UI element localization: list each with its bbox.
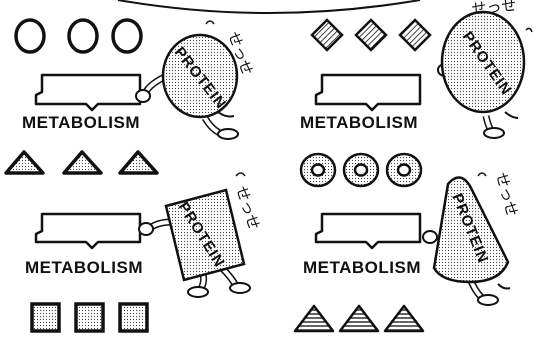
output-donuts [301, 154, 421, 186]
effort-sfx: せっせ [492, 170, 521, 218]
square-shape [32, 304, 59, 331]
triangle-shape [295, 306, 333, 331]
protein-character: PROTEIN [139, 190, 250, 297]
metabolism-arrow [36, 214, 140, 248]
metabolism-arrow [36, 75, 140, 110]
circle-shape [113, 20, 141, 52]
triangle-shape [120, 152, 157, 173]
protein-shoe [188, 287, 208, 297]
effort-sfx: せっせ [232, 184, 263, 232]
protein-hand [139, 223, 153, 235]
circle-shape [69, 20, 97, 52]
triangle-shape [64, 152, 101, 173]
circle-shape [16, 20, 44, 52]
top-speech-bubble-edge [118, 0, 420, 13]
square-shape [120, 304, 147, 331]
metabolism-label: METABOLISM [300, 113, 418, 132]
metabolism-arrow [316, 75, 420, 110]
panel-bottom-right: METABOLISM PROTEIN せっせ [295, 170, 521, 331]
panel-bottom-left: METABOLISM PROTEIN せっせ [25, 173, 263, 331]
effort-sfx: せっせ [471, 0, 517, 18]
input-circles [16, 20, 141, 52]
protein-shoe [484, 128, 504, 138]
panel-top-right: METABOLISM PROTEIN せっせ [300, 0, 532, 186]
triangle-shape [385, 306, 423, 331]
triangle-shape [340, 306, 378, 331]
panel-top-left: METABOLISM PROTEIN せっせ [6, 20, 257, 173]
metabolism-label: METABOLISM [22, 113, 140, 132]
diamond-shape [356, 20, 386, 50]
protein-hand [423, 231, 437, 243]
triangle-shape [6, 152, 43, 173]
protein-character: PROTEIN [136, 35, 238, 139]
output-squares [32, 304, 147, 331]
metabolism-arrow [316, 214, 420, 248]
diamond-shape [400, 20, 430, 50]
input-diamonds [312, 20, 430, 50]
protein-hand [136, 90, 150, 102]
protein-shoe [478, 295, 498, 305]
protein-shoe [218, 129, 238, 139]
output-triangles [295, 306, 423, 331]
output-triangles [6, 152, 157, 173]
protein-character: PROTEIN [438, 12, 524, 138]
diamond-shape [312, 20, 342, 50]
square-shape [76, 304, 103, 331]
protein-character: PROTEIN [423, 177, 510, 305]
metabolism-label: METABOLISM [25, 258, 143, 277]
protein-shoe [230, 283, 250, 293]
metabolism-label: METABOLISM [303, 258, 421, 277]
